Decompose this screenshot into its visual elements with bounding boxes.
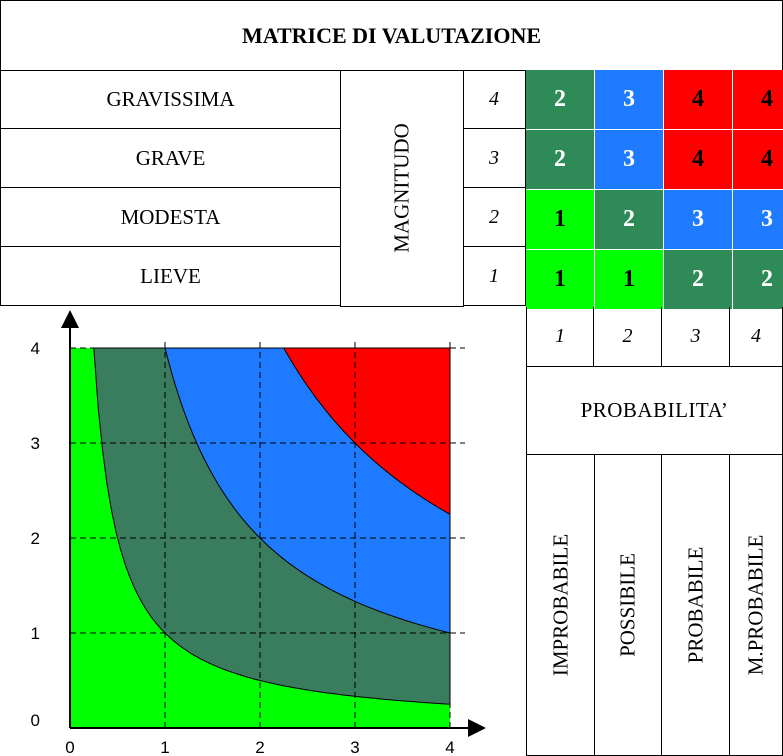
matrix-cell: 2 bbox=[595, 190, 664, 250]
probability-level: POSSIBILE bbox=[615, 552, 640, 657]
magnitude-label: MAGNITUDO bbox=[389, 123, 414, 253]
probability-level: PROBABILE bbox=[683, 546, 707, 663]
probability-level-cell: M.PROBABILE bbox=[730, 454, 783, 756]
column-number: 2 bbox=[594, 307, 662, 367]
row-number: 3 bbox=[463, 129, 526, 188]
severity-label: GRAVE bbox=[0, 129, 341, 188]
x-tick-label: 3 bbox=[350, 738, 359, 756]
matrix-cell: 2 bbox=[664, 250, 733, 310]
severity-label: GRAVISSIMA bbox=[0, 70, 341, 129]
matrix-cell: 1 bbox=[595, 250, 664, 310]
probability-level-cell: POSSIBILE bbox=[595, 454, 662, 756]
y-tick-label: 4 bbox=[31, 339, 40, 358]
matrix-cell: 4 bbox=[664, 70, 733, 130]
risk-zone-chart: 0 1 2 3 4 0 1 2 3 4 bbox=[31, 310, 486, 756]
matrix-cell: 3 bbox=[664, 190, 733, 250]
matrix-cell: 4 bbox=[733, 130, 783, 190]
matrix-cell: 4 bbox=[733, 70, 783, 130]
column-number: 3 bbox=[662, 307, 730, 367]
probability-level: IMPROBABILE bbox=[548, 533, 572, 676]
matrix-cell: 3 bbox=[733, 190, 783, 250]
y-tick-label: 2 bbox=[31, 529, 40, 548]
x-tick-label: 1 bbox=[160, 738, 169, 756]
y-tick-label: 3 bbox=[31, 434, 40, 453]
matrix-cell: 3 bbox=[595, 70, 664, 130]
matrix-title: MATRICE DI VALUTAZIONE bbox=[0, 0, 783, 71]
probability-level-cell: PROBABILE bbox=[662, 454, 730, 756]
matrix-cell: 3 bbox=[595, 130, 664, 190]
x-tick-label: 2 bbox=[255, 738, 264, 756]
severity-label: MODESTA bbox=[0, 188, 341, 247]
probability-level: M.PROBABILE bbox=[743, 534, 768, 675]
matrix-cell: 1 bbox=[526, 190, 595, 250]
matrix-cell: 2 bbox=[526, 70, 595, 130]
y-axis-arrow-icon bbox=[61, 310, 79, 328]
row-number: 2 bbox=[463, 188, 526, 247]
x-tick-label: 0 bbox=[65, 738, 74, 756]
y-tick-label: 0 bbox=[31, 711, 40, 730]
row-number: 1 bbox=[463, 247, 526, 306]
magnitude-axis-cell: MAGNITUDO bbox=[340, 70, 464, 307]
row-number: 4 bbox=[463, 70, 526, 129]
matrix-cell: 2 bbox=[526, 130, 595, 190]
probability-level-cell: IMPROBABILE bbox=[526, 454, 595, 756]
probability-label: PROBABILITA’ bbox=[526, 366, 783, 455]
severity-label: LIEVE bbox=[0, 247, 341, 306]
zone-level-4 bbox=[282, 347, 451, 516]
column-number: 1 bbox=[526, 307, 594, 367]
matrix-cell: 1 bbox=[526, 250, 595, 310]
matrix-cell: 2 bbox=[733, 250, 783, 310]
x-axis-arrow-icon bbox=[468, 719, 486, 737]
x-tick-label: 4 bbox=[445, 738, 454, 756]
matrix-cell: 4 bbox=[664, 130, 733, 190]
column-number: 4 bbox=[730, 307, 783, 367]
risk-matrix: 2 3 4 4 2 3 4 4 1 2 3 3 1 1 2 2 bbox=[526, 70, 783, 310]
y-tick-label: 1 bbox=[31, 624, 40, 643]
